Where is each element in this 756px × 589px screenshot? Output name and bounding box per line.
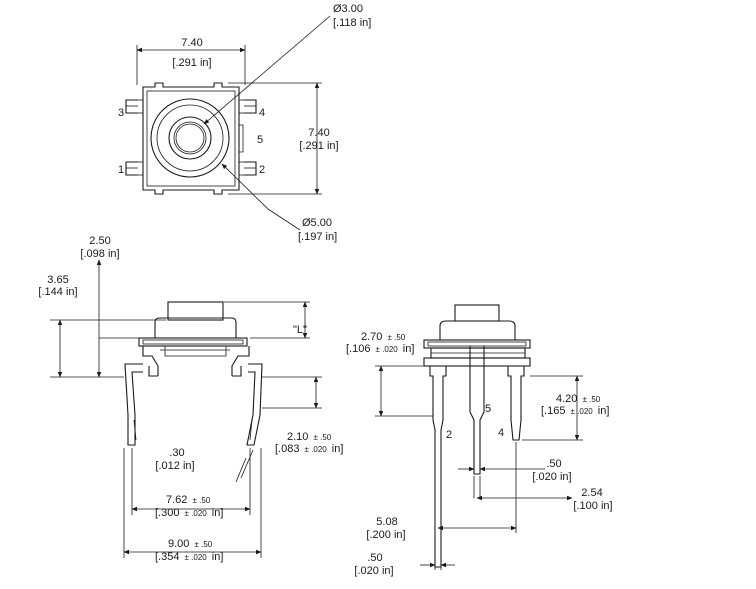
front-dim-762-in-end: in] xyxy=(212,507,224,519)
top-height-mm: 7.40 xyxy=(308,127,329,139)
top-height-in: [.291 in] xyxy=(299,140,338,152)
front-dim-900-in-end: in] xyxy=(212,551,224,563)
side-dim-050b-mm: .50 xyxy=(367,552,382,564)
side-dim-420-tol: ± .50 xyxy=(582,395,600,404)
side-dim-270-mm: 2.70 xyxy=(361,331,382,343)
front-dim-900-tol: ± .50 xyxy=(194,540,212,549)
front-dim-762: 7.62 ± .50 xyxy=(166,494,211,506)
side-pins xyxy=(429,346,525,568)
front-dim-900-in: [.354 xyxy=(155,551,179,563)
top-width-in: [.291 in] xyxy=(172,57,211,69)
front-dim-L: "L" xyxy=(293,324,307,336)
top-view-terminals xyxy=(125,99,257,176)
pin-label-3: 3 xyxy=(118,107,124,119)
side-dim-420-in: [.165 xyxy=(541,405,565,417)
side-body xyxy=(439,320,516,340)
side-dim-420-in-tol: ± .020 xyxy=(571,407,594,416)
actuator-inner-circle xyxy=(173,121,207,155)
pin-label-1: 1 xyxy=(118,164,124,176)
front-dim-250-mm: 2.50 xyxy=(89,235,110,247)
front-dim-210-tol: ± .50 xyxy=(313,433,331,442)
side-dim-270: 2.70 ± .50 xyxy=(361,331,406,343)
front-dim-210: 2.10 ± .50 xyxy=(287,431,332,443)
front-dim-900: 9.00 ± .50 xyxy=(168,538,213,550)
front-dim-762-mm: 7.62 xyxy=(166,494,187,506)
side-dim-270-inch: [.106 ± .020 in] xyxy=(346,343,414,355)
front-dim-210-in-tol: ± .020 xyxy=(305,445,328,454)
front-dim-762-tol: ± .50 xyxy=(192,496,210,505)
pin-label-4: 4 xyxy=(259,107,265,119)
front-body xyxy=(154,317,237,338)
side-pin-label-2: 2 xyxy=(446,429,452,441)
pin-label-5: 5 xyxy=(257,134,263,146)
front-dim-210-mm: 2.10 xyxy=(287,431,308,443)
side-pin-label-4: 4 xyxy=(498,427,504,439)
front-dim-900-inch: [.354 ± .020 in] xyxy=(155,551,223,563)
actuator-dia-mm: Ø3.00 xyxy=(333,3,363,15)
front-dim-762-in: [.300 xyxy=(155,507,179,519)
side-dim-270-tol: ± .50 xyxy=(387,333,405,342)
top-width-mm: 7.40 xyxy=(181,37,202,49)
front-dim-762-inch: [.300 ± .020 in] xyxy=(155,507,223,519)
ring-circle xyxy=(150,98,230,178)
ring-dia-in: [.197 in] xyxy=(298,231,337,243)
side-dim-420-mm: 4.20 xyxy=(556,393,577,405)
side-dim-254-in: [.100 in] xyxy=(573,500,612,512)
side-dim-420-in-end: in] xyxy=(598,405,610,417)
side-dim-270-in-end: in] xyxy=(403,343,415,355)
side-dim-270-in-tol: ± .020 xyxy=(376,345,399,354)
side-dim-254-mm: 2.54 xyxy=(581,487,602,499)
front-dim-900-mm: 9.00 xyxy=(168,538,189,550)
front-dim-900-in-tol: ± .020 xyxy=(185,553,208,562)
side-dim-508-in: [.200 in] xyxy=(366,529,405,541)
front-dim-210-in: [.083 xyxy=(275,443,299,455)
front-dim-762-in-tol: ± .020 xyxy=(185,509,208,518)
front-dim-030-mm: .30 xyxy=(169,447,184,459)
side-view: 2 5 4 2.70 ± .50 [.106 ± .020 in] 4.20 ±… xyxy=(346,304,613,577)
side-dim-420-inch: [.165 ± .020 in] xyxy=(541,405,609,417)
front-dim-250-in: [.098 in] xyxy=(80,248,119,260)
top-view: 3 1 4 5 2 7.40 [.291 in] 7.40 [.291 in] … xyxy=(118,3,371,243)
side-dim-420: 4.20 ± .50 xyxy=(556,393,601,405)
front-dim-210-in-end: in] xyxy=(332,443,344,455)
side-actuator xyxy=(454,304,500,322)
actuator-dia-in: [.118 in] xyxy=(333,17,371,29)
front-dim-365-in: [.144 in] xyxy=(38,286,77,298)
side-dim-050a-mm: .50 xyxy=(546,458,561,470)
front-view: 3.65 [.144 in] 2.50 [.098 in] "L" 2.10 ±… xyxy=(38,235,343,563)
front-dim-030-in: [.012 in] xyxy=(155,460,194,472)
pin-label-2: 2 xyxy=(259,164,265,176)
side-dim-050b-in: [.020 in] xyxy=(354,565,393,577)
side-dim-508-mm: 5.08 xyxy=(376,516,397,528)
actuator-circle xyxy=(168,116,212,160)
ring-dia-mm: Ø5.00 xyxy=(302,217,332,229)
ring-inner-circle xyxy=(156,104,224,172)
top-view-body xyxy=(138,82,244,195)
front-legs xyxy=(124,363,263,446)
side-dim-050a-in: [.020 in] xyxy=(532,471,571,483)
front-actuator xyxy=(167,301,224,321)
front-dim-210-inch: [.083 ± .020 in] xyxy=(275,443,343,455)
side-dim-270-in: [.106 xyxy=(346,343,370,355)
front-dim-365-mm: 3.65 xyxy=(47,274,68,286)
side-pin-label-5: 5 xyxy=(485,403,491,415)
actuator-core-circle xyxy=(175,123,205,153)
